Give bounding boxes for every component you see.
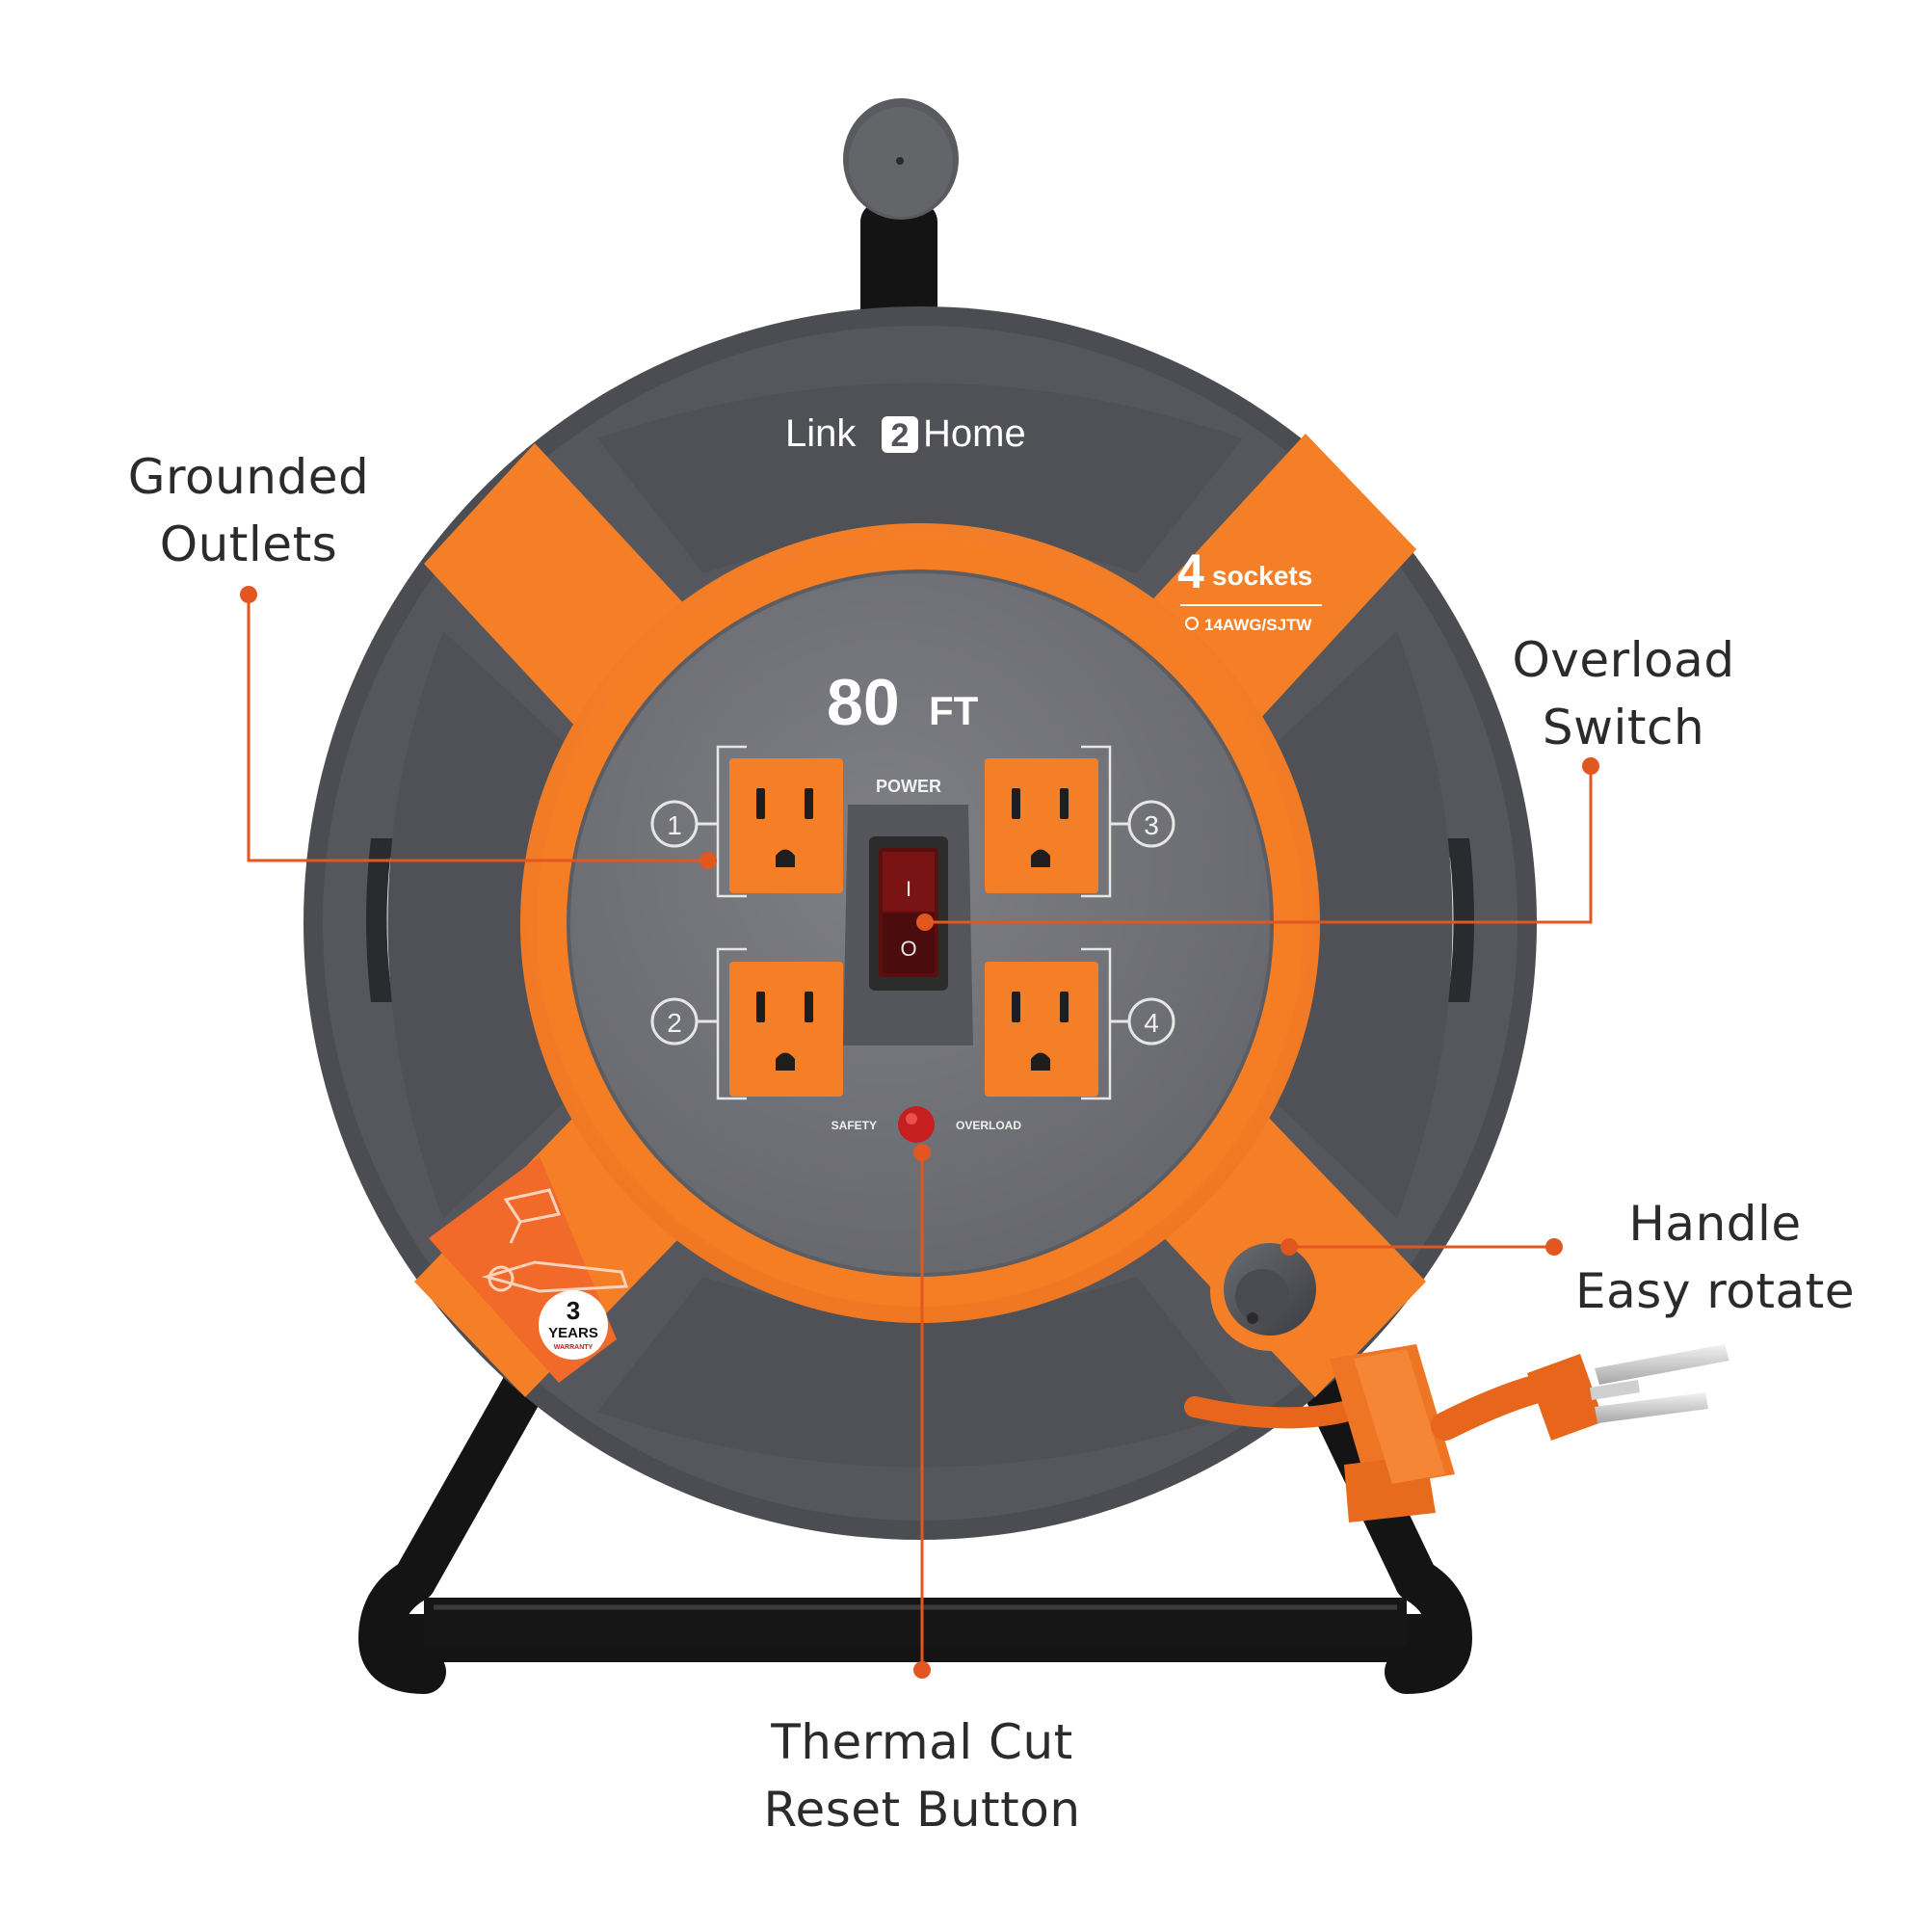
outlet-1[interactable] [729, 758, 843, 893]
warranty-sticker: 3 YEARS WARRANTY [429, 1156, 629, 1383]
callout-line-grounded [247, 595, 708, 862]
callout-dots [240, 586, 1599, 1679]
sockets-badge: 4 sockets 14AWG/SJTW [1177, 544, 1322, 634]
callout-grounded-line2: Outlets [159, 516, 338, 572]
outlet-4[interactable] [985, 962, 1098, 1097]
power-cord-and-plug [1184, 1344, 1729, 1522]
callout-overload-switch: Overload Switch [1460, 626, 1787, 761]
warranty-number: 3 [567, 1296, 580, 1325]
power-switch[interactable] [879, 848, 938, 977]
reset-label-overload: OVERLOAD [956, 1119, 1021, 1132]
callout-handle-line2: Easy rotate [1575, 1263, 1855, 1319]
length-number: 80 [827, 666, 900, 739]
callout-thermal-line2: Reset Button [763, 1782, 1081, 1838]
sockets-count: 4 [1177, 544, 1204, 598]
reset-label-safety: SAFETY [832, 1119, 877, 1132]
power-label: POWER [876, 777, 941, 796]
outlet-number-4: 4 [1144, 1008, 1159, 1038]
callout-handle-line1: Handle [1628, 1196, 1802, 1252]
switch-on-mark: I [906, 877, 911, 901]
outlet-number-circles [650, 800, 1175, 1045]
callout-dot-handle-end [1545, 1238, 1563, 1256]
power-tools-icon [481, 1188, 629, 1293]
callout-dot-grounded-top [240, 586, 257, 603]
callout-dot-overload-top [1582, 757, 1599, 775]
sockets-word: sockets [1212, 561, 1312, 591]
callout-thermal-cut: Thermal Cut Reset Button [725, 1708, 1120, 1843]
sockets-spec: 14AWG/SJTW [1204, 616, 1312, 634]
outlet-number-3: 3 [1144, 810, 1159, 840]
callout-grounded-outlets: Grounded Outlets [85, 443, 412, 578]
callout-handle: Handle Easy rotate [1542, 1190, 1888, 1325]
callout-dot-thermal-top [913, 1144, 931, 1161]
callout-overload-line2: Switch [1542, 700, 1705, 755]
outlet-2[interactable] [729, 962, 843, 1097]
callout-lines [247, 595, 1593, 1670]
warranty-word: YEARS [548, 1325, 598, 1341]
switch-off-mark: O [900, 937, 916, 961]
crank-handle-knob[interactable] [1210, 1231, 1330, 1351]
brand-logo-mid: 2 [891, 417, 910, 454]
outlet-number-2: 2 [667, 1008, 682, 1038]
outlet-number-1: 1 [667, 810, 682, 840]
callout-dot-grounded-end [700, 852, 717, 869]
callout-dot-thermal-end [913, 1661, 931, 1679]
callout-overload-line1: Overload [1512, 632, 1735, 688]
callout-grounded-line1: Grounded [127, 449, 370, 505]
callout-line-overload [925, 766, 1593, 924]
outlet-brackets [716, 745, 1112, 1100]
callout-dot-overload-end [916, 913, 934, 931]
warranty-sub: WARRANTY [554, 1344, 594, 1351]
callout-thermal-line1: Thermal Cut [771, 1714, 1073, 1770]
brand-logo-post: Home [923, 412, 1026, 455]
length-unit: FT [929, 688, 979, 733]
reset-button[interactable] [898, 1106, 935, 1143]
callout-dot-handle-start [1280, 1238, 1298, 1256]
brand-logo-pre: Link [785, 412, 857, 455]
outlet-3[interactable] [985, 758, 1098, 893]
brand-logo-badge [882, 416, 918, 453]
